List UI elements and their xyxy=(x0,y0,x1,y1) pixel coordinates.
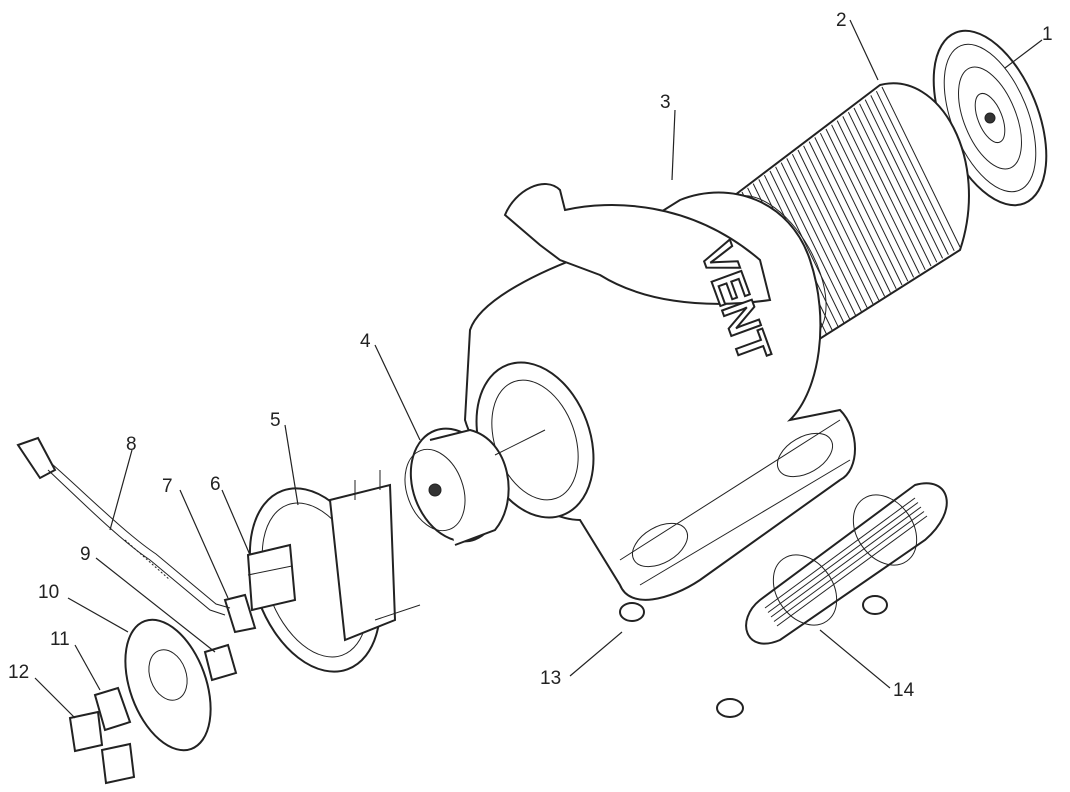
part-labels: 1 2 3 4 5 6 7 8 9 10 11 12 13 14 xyxy=(8,10,1053,701)
part-power-cord xyxy=(16,436,231,616)
wheel-slat xyxy=(831,124,909,282)
leader-lines xyxy=(34,19,1043,719)
label-5: 5 xyxy=(270,410,281,431)
grille-slat xyxy=(767,502,919,613)
wheel-slat xyxy=(842,116,920,274)
label-1: 1 xyxy=(1042,24,1053,45)
wheel-slat xyxy=(803,145,880,301)
part-connector xyxy=(223,593,257,634)
label-11: 11 xyxy=(50,629,70,650)
part-rear-plate xyxy=(248,470,421,673)
label-2: 2 xyxy=(836,10,847,31)
label-7: 7 xyxy=(162,476,173,497)
wheel-slat xyxy=(808,141,886,297)
part-feet xyxy=(619,595,888,718)
label-9: 9 xyxy=(80,544,91,565)
wheel-slat xyxy=(859,103,938,263)
label-8: 8 xyxy=(126,434,137,455)
wheel-slat xyxy=(814,137,891,293)
wheel-slat xyxy=(881,86,961,248)
wheel-slat xyxy=(853,107,932,267)
wheel-slat xyxy=(797,149,874,305)
label-10: 10 xyxy=(38,582,59,603)
label-6: 6 xyxy=(210,474,221,495)
grille-slat xyxy=(764,497,916,609)
part-plug-connector xyxy=(203,643,238,682)
wheel-slat xyxy=(819,132,897,290)
wheel-slat xyxy=(769,170,845,324)
grille-slat xyxy=(770,506,922,618)
label-4: 4 xyxy=(360,331,371,352)
wheel-slat xyxy=(864,99,944,259)
part-rear-grille xyxy=(745,482,948,645)
label-12: 12 xyxy=(8,662,29,683)
part-outlets xyxy=(68,710,136,785)
part-switch xyxy=(246,543,297,612)
wheel-slat xyxy=(847,111,926,271)
grille-slat xyxy=(773,511,925,622)
wheel-slat xyxy=(791,153,868,309)
wheel-slat xyxy=(775,166,851,320)
part-mounting-plate xyxy=(124,618,212,752)
part-cap xyxy=(93,686,132,732)
wheel-slat xyxy=(780,162,857,316)
wheel-slat xyxy=(786,158,862,312)
label-3: 3 xyxy=(660,92,671,113)
wheel-slat xyxy=(870,95,949,255)
wheel-slat xyxy=(825,128,903,286)
wheel-slat xyxy=(875,90,955,252)
label-13: 13 xyxy=(540,668,561,689)
label-14: 14 xyxy=(893,680,915,701)
part-housing: VENT xyxy=(463,183,856,601)
part-motor xyxy=(404,427,546,546)
wheel-slat xyxy=(836,120,915,278)
grille-slat xyxy=(776,515,928,627)
